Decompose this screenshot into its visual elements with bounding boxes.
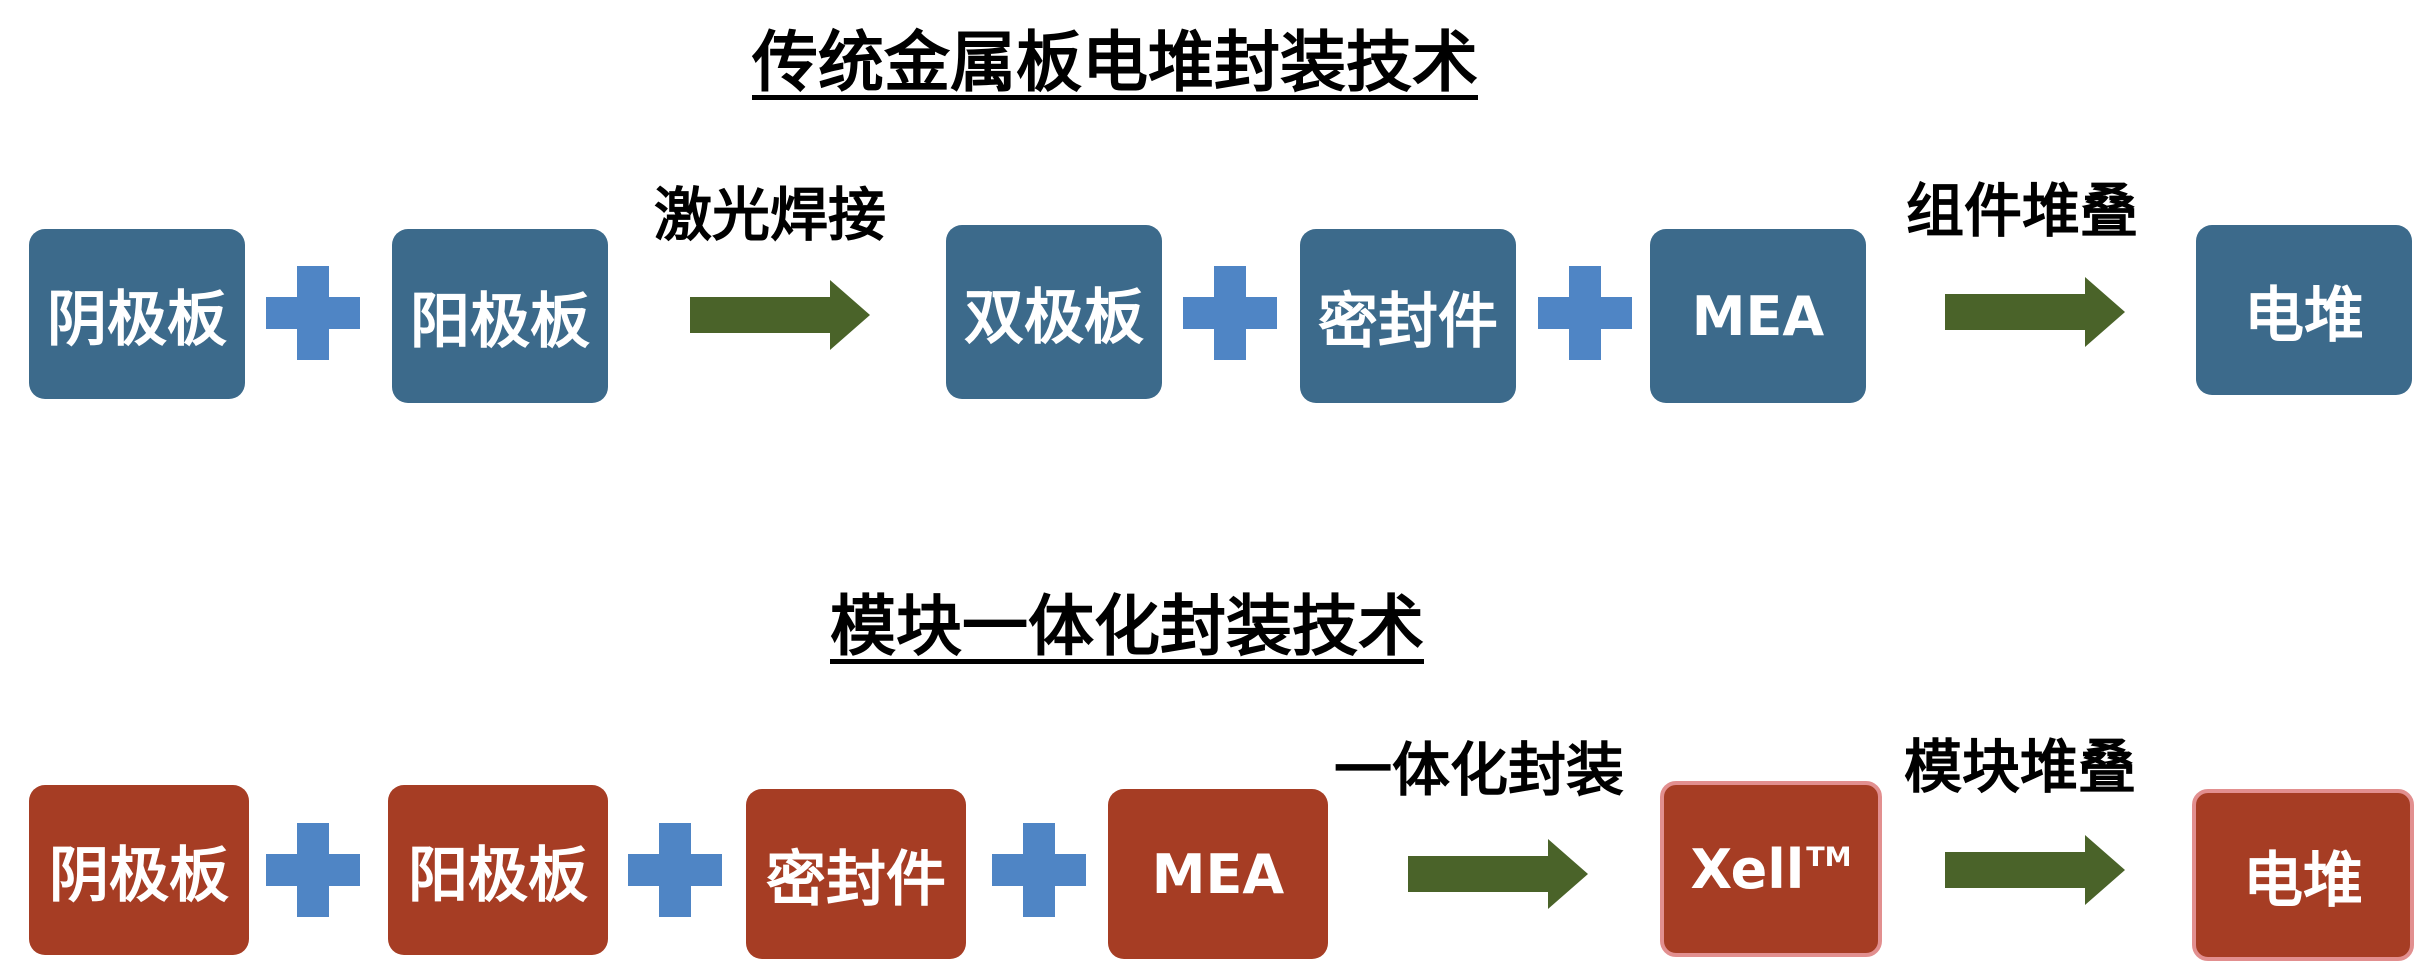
- plus-icon: [1538, 266, 1632, 360]
- xell-module-label: XellTM: [1690, 838, 1851, 901]
- integrated-stack-box: 电堆: [2192, 789, 2414, 961]
- traditional-section-title: 传统金属板电堆封装技术: [752, 24, 1478, 101]
- plus-icon: [1183, 266, 1277, 360]
- integrated-seal-box: 密封件: [746, 789, 966, 959]
- traditional-seal-label: 密封件: [1318, 286, 1498, 357]
- arrow-right-icon: [1945, 277, 2125, 347]
- component-stacking-label: 组件堆叠: [1906, 177, 2139, 245]
- traditional-mea-box: MEA: [1650, 229, 1866, 403]
- integrated-mea-box: MEA: [1108, 789, 1328, 959]
- plus-icon: [992, 823, 1086, 917]
- integrated-anode-plate-label: 阳极板: [408, 840, 588, 911]
- traditional-cathode-plate-label: 阴极板: [47, 284, 227, 355]
- integrated-cathode-plate-box: 阴极板: [29, 785, 249, 955]
- arrow-right-icon: [1945, 835, 2125, 905]
- integrated-cathode-plate-label: 阴极板: [49, 840, 229, 911]
- integrated-seal-label: 密封件: [766, 844, 946, 915]
- traditional-anode-plate-box: 阳极板: [392, 229, 608, 403]
- arrow-right-icon: [690, 280, 870, 350]
- xell-name: Xell: [1690, 837, 1805, 901]
- arrow-right-icon: [1408, 839, 1588, 909]
- trademark-symbol: TM: [1806, 841, 1852, 873]
- bipolar-plate-label: 双极板: [964, 282, 1144, 353]
- bipolar-plate-box: 双极板: [946, 225, 1162, 399]
- integrated-packaging-label: 一体化封装: [1334, 736, 1625, 804]
- traditional-stack-label: 电堆: [2244, 280, 2364, 351]
- traditional-stack-box: 电堆: [2196, 225, 2412, 395]
- traditional-mea-label: MEA: [1691, 284, 1825, 348]
- plus-icon: [628, 823, 722, 917]
- module-stacking-label: 模块堆叠: [1904, 733, 2137, 801]
- traditional-cathode-plate-box: 阴极板: [29, 229, 245, 399]
- xell-module-box: XellTM: [1660, 781, 1882, 957]
- integrated-stack-label: 电堆: [2243, 845, 2363, 916]
- plus-icon: [266, 823, 360, 917]
- integrated-section-title: 模块一体化封装技术: [830, 588, 1424, 665]
- traditional-anode-plate-label: 阳极板: [410, 286, 590, 357]
- integrated-anode-plate-box: 阳极板: [388, 785, 608, 955]
- laser-welding-label: 激光焊接: [654, 181, 887, 249]
- traditional-seal-box: 密封件: [1300, 229, 1516, 403]
- plus-icon: [266, 266, 360, 360]
- integrated-mea-label: MEA: [1151, 842, 1285, 906]
